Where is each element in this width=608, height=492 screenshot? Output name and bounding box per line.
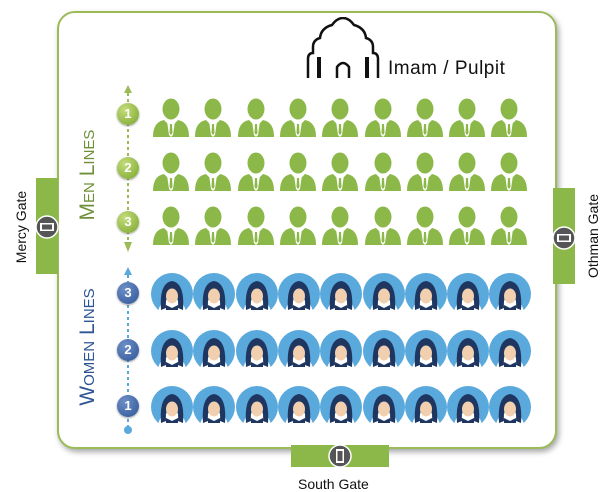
man-in-suit-icon	[150, 147, 192, 198]
women-row-number: 1	[117, 395, 139, 417]
man-in-suit-icon	[362, 147, 404, 198]
woman-hijab-icon	[362, 385, 406, 434]
man-in-suit-icon	[319, 147, 361, 198]
woman-hijab-icon	[277, 385, 321, 434]
women-lines-label: Women Lines	[76, 288, 99, 406]
south-gate-label: South Gate	[298, 476, 369, 492]
man-in-suit-icon	[150, 93, 192, 144]
woman-hijab-icon	[446, 272, 490, 321]
woman-hijab-icon	[150, 329, 194, 378]
man-in-suit-icon	[319, 201, 361, 252]
woman-hijab-icon	[235, 329, 279, 378]
man-in-suit-icon	[404, 147, 446, 198]
man-in-suit-icon	[488, 147, 530, 198]
woman-hijab-icon	[362, 329, 406, 378]
door-icon	[35, 215, 59, 239]
woman-hijab-icon	[488, 329, 532, 378]
man-in-suit-icon	[404, 201, 446, 252]
woman-hijab-icon	[319, 385, 363, 434]
woman-hijab-icon	[235, 272, 279, 321]
woman-hijab-icon	[404, 272, 448, 321]
woman-hijab-icon	[404, 329, 448, 378]
woman-hijab-icon	[319, 329, 363, 378]
man-in-suit-icon	[277, 147, 319, 198]
man-in-suit-icon	[404, 93, 446, 144]
woman-hijab-icon	[277, 329, 321, 378]
man-in-suit-icon	[362, 93, 404, 144]
woman-hijab-icon	[488, 272, 532, 321]
othman-gate-label: Othman Gate	[585, 193, 601, 279]
woman-hijab-icon	[319, 272, 363, 321]
door-icon	[328, 444, 352, 468]
woman-hijab-icon	[192, 272, 236, 321]
woman-hijab-icon	[277, 272, 321, 321]
man-in-suit-icon	[446, 147, 488, 198]
woman-hijab-icon	[446, 329, 490, 378]
woman-hijab-icon	[362, 272, 406, 321]
man-in-suit-icon	[150, 201, 192, 252]
man-in-suit-icon	[192, 93, 234, 144]
women-row-number: 3	[117, 282, 139, 304]
woman-hijab-icon	[488, 385, 532, 434]
women-row-number: 2	[117, 339, 139, 361]
man-in-suit-icon	[488, 201, 530, 252]
door-icon	[552, 226, 576, 250]
men-row-number: 2	[117, 157, 139, 179]
man-in-suit-icon	[362, 201, 404, 252]
man-in-suit-icon	[277, 201, 319, 252]
man-in-suit-icon	[235, 147, 277, 198]
pulpit-title: Imam / Pulpit	[388, 58, 506, 79]
man-in-suit-icon	[277, 93, 319, 144]
men-lines-label: Men Lines	[76, 129, 99, 221]
man-in-suit-icon	[235, 93, 277, 144]
men-row-number: 1	[117, 103, 139, 125]
woman-hijab-icon	[150, 272, 194, 321]
woman-hijab-icon	[446, 385, 490, 434]
woman-hijab-icon	[235, 385, 279, 434]
dome-pulpit-icon	[306, 17, 380, 78]
mercy-gate-label: Mercy Gate	[13, 190, 29, 264]
man-in-suit-icon	[192, 201, 234, 252]
man-in-suit-icon	[235, 201, 277, 252]
man-in-suit-icon	[319, 93, 361, 144]
woman-hijab-icon	[150, 385, 194, 434]
man-in-suit-icon	[488, 93, 530, 144]
woman-hijab-icon	[192, 329, 236, 378]
woman-hijab-icon	[192, 385, 236, 434]
men-row-number: 3	[117, 211, 139, 233]
man-in-suit-icon	[446, 201, 488, 252]
man-in-suit-icon	[446, 93, 488, 144]
woman-hijab-icon	[404, 385, 448, 434]
man-in-suit-icon	[192, 147, 234, 198]
